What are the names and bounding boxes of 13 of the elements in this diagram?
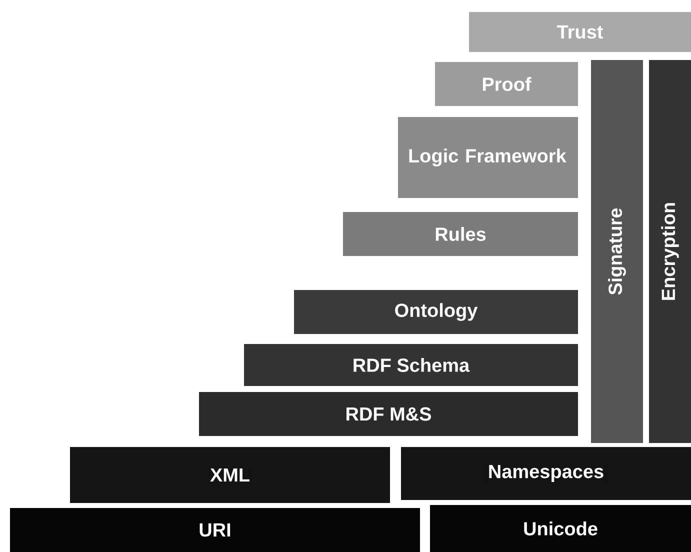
layer-box: RDF Schema	[244, 344, 578, 386]
layer-box: Encryption	[649, 60, 691, 443]
layer-box: Namespaces	[401, 447, 691, 500]
layer-box: Logic Framework	[398, 117, 578, 198]
layer-box: XML	[70, 447, 390, 503]
layer-box: Ontology	[294, 290, 578, 334]
layer-box: RDF M&S	[199, 392, 578, 436]
layer-box: Proof	[435, 62, 578, 106]
layer-box: Signature	[591, 60, 643, 443]
layer-box: Rules	[343, 212, 578, 256]
layer-box: URI	[10, 508, 420, 552]
layer-box: Unicode	[430, 505, 691, 552]
layer-box: Trust	[469, 12, 691, 52]
